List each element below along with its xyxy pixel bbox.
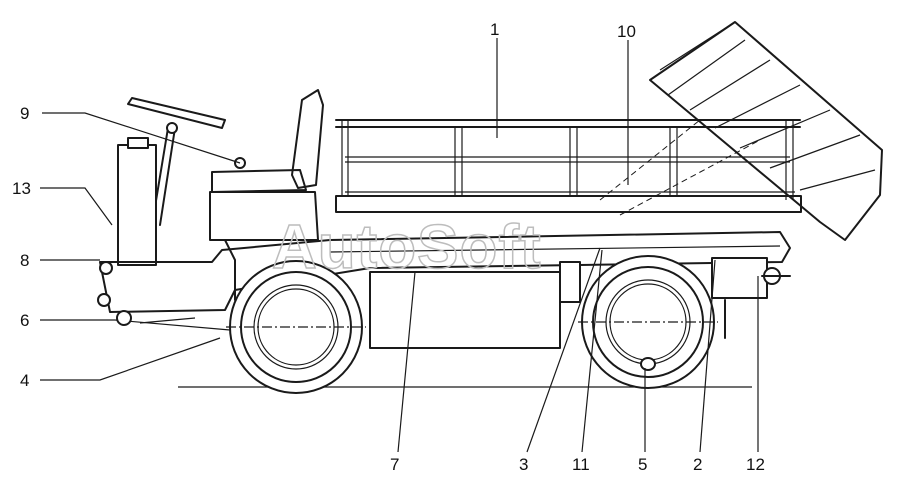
callout-2: 2 <box>693 455 702 474</box>
front-wheel <box>226 260 366 394</box>
seat <box>211 89 324 193</box>
front-hood <box>117 137 319 301</box>
callout-10: 10 <box>617 22 636 41</box>
cargo-platform <box>335 119 802 216</box>
callout-9: 9 <box>20 104 29 123</box>
callout-1: 1 <box>490 20 499 39</box>
callout-8: 8 <box>20 251 29 270</box>
rear-hitch <box>711 257 791 339</box>
rear-wheel <box>578 255 718 389</box>
callout-3: 3 <box>519 455 528 474</box>
watermark: AutoSoft <box>272 213 542 282</box>
callout-13: 13 <box>12 179 31 198</box>
callout-4: 4 <box>20 371 29 390</box>
leader-lines <box>40 38 759 453</box>
callout-5: 5 <box>638 455 647 474</box>
callout-12: 12 <box>746 455 765 474</box>
callout-11: 11 <box>572 455 590 474</box>
chassis-frame <box>97 157 791 349</box>
callout-labels: 1 10 9 13 8 6 4 7 3 11 5 2 12 <box>12 20 765 474</box>
tipped-cargo-body <box>649 21 883 241</box>
callout-6: 6 <box>20 311 29 330</box>
callout-7: 7 <box>390 455 399 474</box>
